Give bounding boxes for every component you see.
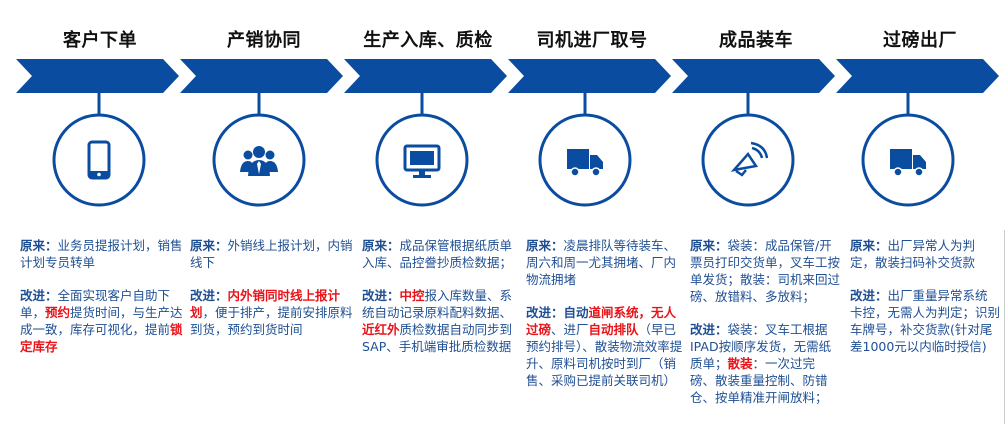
improved-process: 改进：中控报入库数量、系统自动记录原料配料数据、近红外质检数据自动同步到SAP、…	[362, 287, 522, 355]
highlight-text: 近红外	[362, 322, 400, 337]
chevron-step-5	[672, 59, 835, 93]
section-label: 改进：	[362, 288, 400, 303]
section-label: 原来：	[690, 238, 728, 253]
highlight-text: 锁定库存	[20, 322, 183, 354]
people-icon	[239, 140, 279, 180]
section-label: 原来：	[362, 238, 400, 253]
improved-process: 改进：内外销同时线上报计划，便于排产，提前安排原料到货，预约到货时间	[190, 287, 355, 338]
phone-icon	[79, 140, 119, 180]
improved-process: 改进：出厂重量异常系统卡控，无需人为判定；识别车牌号，补交货款(针对尾差1000…	[850, 287, 1000, 355]
body-text: ，便于排产，提前安排原料到货，预约到货时间	[190, 305, 353, 337]
highlight-text: 散装	[727, 356, 753, 371]
step-description: 原来：凌晨排队等待装车、周六和周一尤其拥堵、厂内物流拥堵改进：自动道闸系统，无人…	[526, 237, 686, 405]
process-band	[16, 59, 999, 207]
step-title: 成品装车	[719, 30, 793, 51]
step-title: 过磅出厂	[883, 30, 957, 51]
chevron-step-6	[836, 59, 999, 93]
step-description: 原来：业务员提报计划，销售计划专员转单改进：全面实现客户自助下单，预约提货时间，…	[20, 237, 185, 371]
chevron-step-3	[344, 59, 507, 93]
step-title: 产销协同	[227, 30, 301, 51]
monitor-icon	[402, 140, 442, 180]
body-text: 成品保管根据纸质单入库、品控誊抄质检数据；	[362, 238, 513, 270]
step-title: 客户下单	[63, 30, 137, 51]
chevron-step-1	[16, 59, 179, 93]
improved-process: 改进：全面实现客户自助下单，预约提货时间，与生产达成一致，库存可视化，提前锁定库…	[20, 287, 185, 355]
improved-process: 改进：袋装：叉车工根据IPAD按顺序发货，无需纸质单；散装：一次过完磅、散装重量…	[690, 321, 840, 406]
original-process: 原来：外销线上报计划，内销线下	[190, 237, 355, 271]
highlight-text: 自动排队	[588, 322, 639, 337]
section-label: 改进：	[20, 288, 58, 303]
highlight-text: 中控	[399, 288, 425, 303]
body-text: ：一次过完磅、散装重量控制、防错仓、按单精准开闸放料；	[690, 356, 828, 405]
step-description: 原来：袋装：成品保管/开票员打印交货单，叉车工按单发货；散装：司机来回过磅、放错…	[690, 237, 840, 422]
icon-circle	[52, 113, 146, 207]
original-process: 原来：业务员提报计划，销售计划专员转单	[20, 237, 185, 271]
body-text: 报入库数量、系统自动记录原料配料数据、	[362, 288, 513, 320]
section-label: 改进：	[190, 288, 228, 303]
improved-process: 改进：自动道闸系统，无人过磅、进厂自动排队（早已预约排号）、散装物流效率提升、原…	[526, 304, 686, 389]
body-text: 、进厂	[551, 322, 589, 337]
original-process: 原来：袋装：成品保管/开票员打印交货单，叉车工按单发货；散装：司机来回过磅、放错…	[690, 237, 840, 305]
section-label: 改进：	[850, 288, 888, 303]
highlight-text: 内外销同时线上报计划	[190, 288, 341, 320]
step-title: 司机进厂取号	[536, 30, 648, 51]
step-description: 原来：外销线上报计划，内销线下改进：内外销同时线上报计划，便于排产，提前安排原料…	[190, 237, 355, 354]
body-text: 外销线上报计划，内销线下	[190, 238, 353, 270]
truck-icon	[565, 140, 605, 180]
truck-icon	[888, 140, 928, 180]
body-text: 袋装：叉车工根据IPAD按顺序发货，无需纸质单；	[690, 322, 832, 371]
step-description: 原来：出厂异常人为判定，散装扫码补交货款改进：出厂重量异常系统卡控，无需人为判定…	[850, 237, 1000, 371]
chevron-step-2	[180, 59, 343, 93]
section-label: 原来：	[850, 238, 888, 253]
step-description: 原来：成品保管根据纸质单入库、品控誊抄质检数据； 改进：中控报入库数量、系统自动记…	[362, 237, 522, 371]
body-text: 出厂异常人为判定，散装扫码补交货款	[850, 238, 976, 270]
step-title: 生产入库、质检	[363, 30, 493, 51]
body-text: 业务员提报计划，销售计划专员转单	[20, 238, 183, 270]
body-text: 提货时间，与生产达成一致，库存可视化，提前	[20, 305, 183, 337]
body-text: 出厂重量异常系统卡控，无需人为判定；识别车牌号，补交货款(针对尾差1000元以内…	[850, 288, 1001, 354]
original-process: 原来：出厂异常人为判定，散装扫码补交货款	[850, 237, 1000, 271]
speaker-icon	[728, 140, 769, 180]
body-text: 袋装：成品保管/开票员打印交货单，叉车工按单发货；散装：司机来回过磅、放错料、多…	[690, 238, 841, 304]
body-text: 自动	[563, 305, 589, 320]
body-text: 全面实现客户自助下单，	[20, 288, 171, 320]
divider	[1004, 230, 1005, 424]
section-label: 原来：	[20, 238, 58, 253]
section-label: 改进：	[690, 322, 728, 337]
highlight-text: 预约	[45, 305, 71, 320]
icon-circle	[701, 113, 795, 207]
body-text: 质检数据自动同步到SAP、手机端审批质检数据	[362, 322, 513, 354]
original-process: 原来：凌晨排队等待装车、周六和周一尤其拥堵、厂内物流拥堵	[526, 237, 686, 288]
section-label: 原来：	[526, 238, 564, 253]
section-label: 原来：	[190, 238, 228, 253]
body-text: （早已预约排号）、散装物流效率提升、原料司机按时到厂（销售、采购已提前关联司机）	[526, 322, 683, 388]
section-label: 改进：	[526, 305, 564, 320]
body-text: 凌晨排队等待装车、周六和周一尤其拥堵、厂内物流拥堵	[526, 238, 677, 287]
original-process: 原来：成品保管根据纸质单入库、品控誊抄质检数据；	[362, 237, 522, 271]
chevron-step-4	[508, 59, 671, 93]
highlight-text: 道闸系统，无人过磅	[526, 305, 677, 337]
